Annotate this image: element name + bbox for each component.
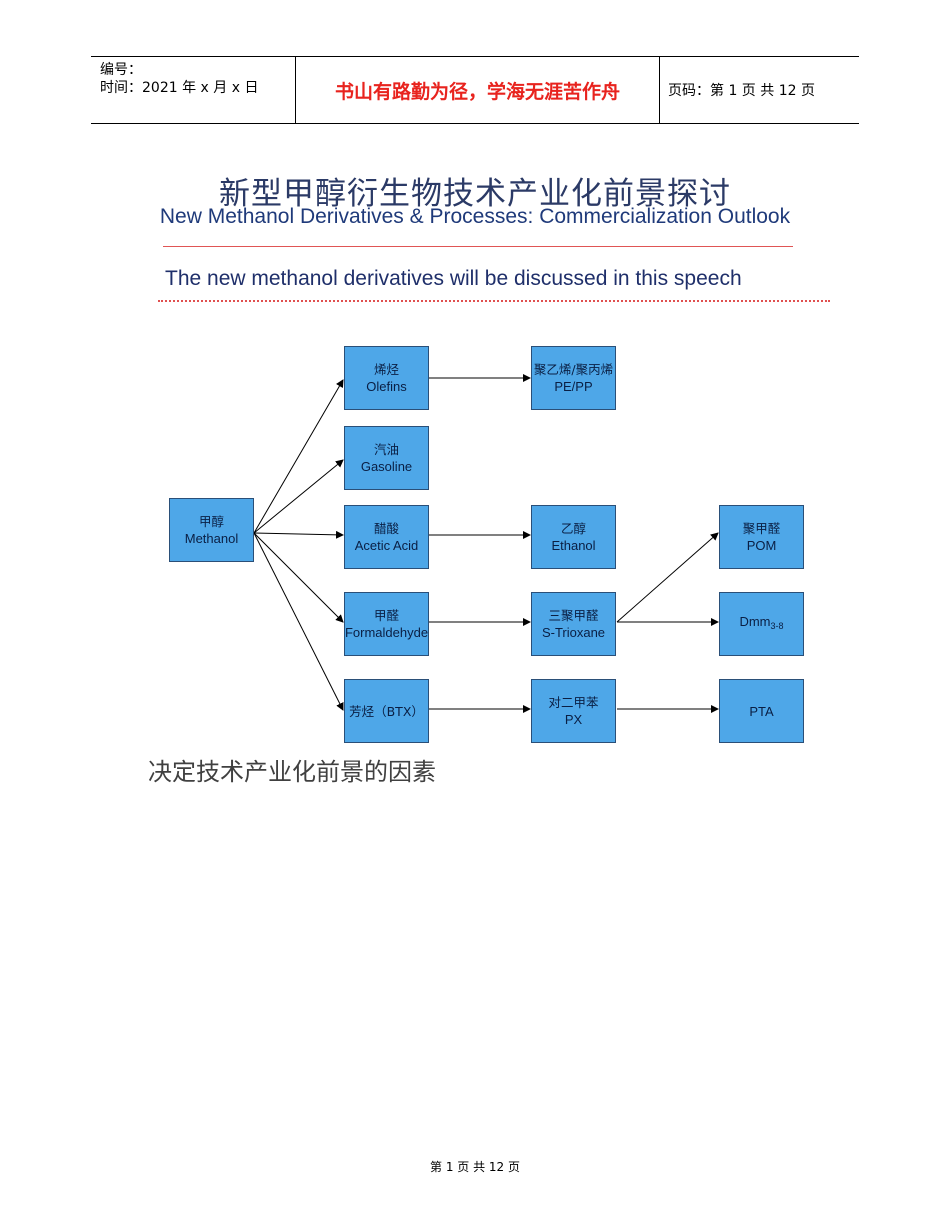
dotted-divider bbox=[158, 300, 830, 302]
node-dmm-label: Dmm3-8 bbox=[739, 613, 783, 635]
subtitle: The new methanol derivatives will be dis… bbox=[165, 267, 742, 290]
title-divider bbox=[163, 246, 793, 247]
header-table: 编号： 时间：2021 年 x 月 x 日 书山有路勤为径，学海无涯苦作舟 页码… bbox=[91, 56, 859, 124]
node-gasoline-cn: 汽油 bbox=[373, 442, 399, 457]
arrow-methanol-olefins bbox=[253, 379, 344, 534]
node-pepp: 聚乙烯/聚丙烯 PE/PP bbox=[531, 346, 616, 410]
node-trioxane: 三聚甲醛 S-Trioxane bbox=[531, 592, 616, 656]
node-trioxane-cn: 三聚甲醛 bbox=[548, 608, 599, 623]
page-title-cn: 新型甲醇衍生物技术产业化前景探讨 bbox=[219, 176, 731, 212]
node-pom-en: POM bbox=[746, 538, 777, 553]
motto: 书山有路勤为径，学海无涯苦作舟 bbox=[295, 57, 660, 123]
page-label: 页码：第 1 页 共 12 页 bbox=[668, 83, 815, 99]
node-dmm-sub: 3-8 bbox=[770, 621, 784, 631]
node-methanol-en: Methanol bbox=[184, 531, 239, 546]
node-methanol-cn: 甲醇 bbox=[198, 514, 224, 529]
node-pepp-cn: 聚乙烯/聚丙烯 bbox=[533, 362, 614, 377]
node-acetic-acid: 醋酸 Acetic Acid bbox=[344, 505, 429, 569]
node-acetic-cn: 醋酸 bbox=[373, 521, 399, 536]
node-olefins-en: Olefins bbox=[366, 379, 407, 394]
node-ethanol: 乙醇 Ethanol bbox=[531, 505, 616, 569]
section-heading: 决定技术产业化前景的因素 bbox=[148, 758, 436, 786]
node-pom: 聚甲醛 POM bbox=[719, 505, 804, 569]
node-formaldehyde: 甲醛 Formaldehyde bbox=[344, 592, 429, 656]
arrow-methanol-formaldehyde bbox=[253, 532, 344, 623]
node-px-en: PX bbox=[564, 712, 583, 727]
node-formaldehyde-cn: 甲醛 bbox=[373, 608, 399, 623]
node-px: 对二甲苯 PX bbox=[531, 679, 616, 743]
node-pta: PTA bbox=[719, 679, 804, 743]
node-gasoline: 汽油 Gasoline bbox=[344, 426, 429, 490]
page-footer: 第 1 页 共 12 页 bbox=[430, 1160, 520, 1174]
node-formaldehyde-en: Formaldehyde bbox=[344, 625, 429, 640]
time-label: 时间：2021 年 x 月 x 日 bbox=[100, 80, 259, 96]
node-btx-label: 芳烃（BTX） bbox=[349, 703, 424, 719]
node-ethanol-cn: 乙醇 bbox=[560, 521, 586, 536]
node-methanol: 甲醇 Methanol bbox=[169, 498, 254, 562]
node-olefins-cn: 烯烃 bbox=[373, 362, 399, 377]
node-pta-en: PTA bbox=[749, 703, 774, 719]
node-gasoline-en: Gasoline bbox=[360, 459, 413, 474]
arrow-methanol-btx bbox=[253, 532, 344, 711]
node-olefins: 烯烃 Olefins bbox=[344, 346, 429, 410]
arrow-methanol-acetic bbox=[253, 530, 344, 539]
number-label: 编号： bbox=[100, 62, 142, 78]
node-btx: 芳烃（BTX） bbox=[344, 679, 429, 743]
node-acetic-en: Acetic Acid bbox=[354, 538, 419, 553]
header-left-cell: 编号： 时间：2021 年 x 月 x 日 bbox=[91, 57, 295, 123]
node-ethanol-en: Ethanol bbox=[551, 538, 596, 553]
node-pom-cn: 聚甲醛 bbox=[742, 521, 781, 536]
node-pepp-en: PE/PP bbox=[554, 379, 593, 394]
node-px-cn: 对二甲苯 bbox=[548, 695, 599, 710]
page-title-en: New Methanol Derivatives & Processes: Co… bbox=[159, 205, 791, 228]
arrow-methanol-gasoline bbox=[253, 459, 344, 534]
arrow-trioxane-pom bbox=[616, 532, 719, 623]
node-dmm-en: Dmm bbox=[739, 614, 771, 629]
node-trioxane-en: S-Trioxane bbox=[541, 625, 606, 640]
node-dmm: Dmm3-8 bbox=[719, 592, 804, 656]
